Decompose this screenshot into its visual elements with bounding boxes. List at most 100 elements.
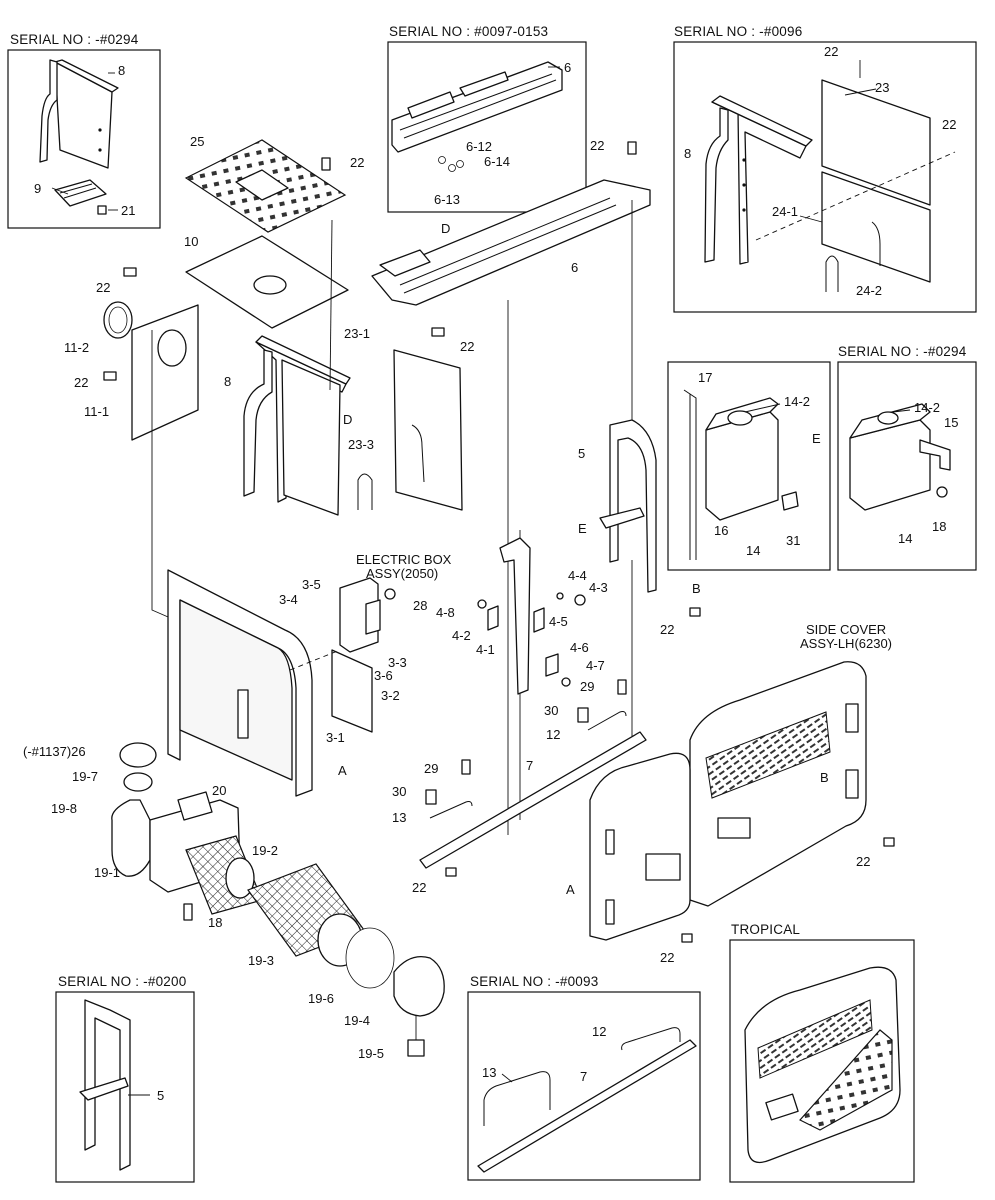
label-6-a: 6 [564,60,571,75]
label-13-b: 13 [482,1065,496,1080]
label-22-k: 22 [660,950,674,965]
label-24-2: 24-2 [856,283,882,298]
label-4-3: 4-3 [589,580,608,595]
serial-box-mid-right: SERIAL NO : -#0294 [837,344,977,571]
label-4-5: 4-5 [549,614,568,629]
label-4-1: 4-1 [476,642,495,657]
label-14-2-a: 14-2 [784,394,810,409]
serial-box-bottom-left: SERIAL NO : -#0200 [55,974,195,1183]
label-8-b: 8 [684,146,691,161]
label-26: (-#1137)26 [23,744,86,759]
label-19-2: 19-2 [252,843,278,858]
label-7-b: 7 [580,1069,587,1084]
main-assembly [103,139,895,943]
label-7-a: 7 [526,758,533,773]
label-4-2: 4-2 [452,628,471,643]
label-18-a: 18 [932,519,946,534]
label-4-6: 4-6 [570,640,589,655]
serial-title-top-middle: SERIAL NO : #0097-0153 [389,24,548,39]
label-6-14: 6-14 [484,154,510,169]
label-b-1: B [692,581,701,596]
label-13-a: 13 [392,810,406,825]
tropical-title: TROPICAL [731,922,800,937]
label-22-f: 22 [460,339,474,354]
serial-title-top-right: SERIAL NO : -#0096 [674,24,802,39]
label-23-1: 23-1 [344,326,370,341]
label-22-h: 22 [660,622,674,637]
label-16: 16 [714,523,728,538]
label-11-1: 11-1 [84,404,109,419]
label-4-4: 4-4 [568,568,587,583]
label-a-1: A [338,763,347,778]
serial-title-top-left: SERIAL NO : -#0294 [10,32,139,47]
label-29-a: 29 [580,679,594,694]
label-29-b: 29 [424,761,438,776]
serial-title-bottom-left: SERIAL NO : -#0200 [58,974,186,989]
label-19-6: 19-6 [308,991,334,1006]
label-19-8: 19-8 [51,801,77,816]
electric-box-label-line1: ELECTRIC BOX [356,552,452,567]
label-28: 28 [413,598,427,613]
serial-box-bottom-middle: SERIAL NO : -#0093 [467,974,701,1181]
coolant-tank-group [667,361,831,571]
label-5-b: 5 [157,1088,164,1103]
part-labels: 8 9 21 6 6-12 6-14 6-13 22 23 22 8 24-1 … [23,44,958,1103]
label-10: 10 [184,234,198,249]
label-22-a: 22 [824,44,838,59]
label-e-2: E [578,521,587,536]
label-e-1: E [812,431,821,446]
side-covers-group [589,661,867,941]
label-11-2: 11-2 [64,340,89,355]
label-12-b: 12 [592,1024,606,1039]
label-8-a: 8 [118,63,125,78]
label-4-8: 4-8 [436,605,455,620]
serial-box-top-right: SERIAL NO : -#0096 [673,24,977,313]
serial-box-top-middle: SERIAL NO : #0097-0153 [387,24,587,213]
label-14-b: 14 [898,531,912,546]
label-22-e: 22 [74,375,88,390]
label-22-j: 22 [856,854,870,869]
label-9: 9 [34,181,41,196]
label-d-1: D [343,412,352,427]
label-18-b: 18 [208,915,222,930]
label-22-i: 22 [412,880,426,895]
label-22-d: 22 [96,280,110,295]
serial-box-top-left: SERIAL NO : -#0294 [7,32,161,229]
label-30-b: 30 [392,784,406,799]
label-b-2: B [820,770,829,785]
label-6-12: 6-12 [466,139,492,154]
electric-box-label-line2: ASSY(2050) [366,566,438,581]
label-25: 25 [190,134,204,149]
label-d-2: D [441,221,450,236]
label-23-3: 23-3 [348,437,374,452]
label-23: 23 [875,80,889,95]
serial-title-bottom-middle: SERIAL NO : -#0093 [470,974,598,989]
label-15: 15 [944,415,958,430]
label-17: 17 [698,370,712,385]
label-12-a: 12 [546,727,560,742]
label-22-b: 22 [942,117,956,132]
label-19-7: 19-7 [72,769,98,784]
air-cleaner-group [111,742,445,1057]
label-3-5: 3-5 [302,577,321,592]
label-4-7: 4-7 [586,658,605,673]
label-3-1: 3-1 [326,730,345,745]
label-19-5: 19-5 [358,1046,384,1061]
label-8-c: 8 [224,374,231,389]
label-3-4: 3-4 [279,592,298,607]
label-19-4: 19-4 [344,1013,370,1028]
label-5-a: 5 [578,446,585,461]
side-cover-label-line1: SIDE COVER [806,622,886,637]
label-22-c: 22 [350,155,364,170]
label-3-2: 3-2 [381,688,400,703]
label-19-3: 19-3 [248,953,274,968]
label-19-1: 19-1 [94,865,120,880]
label-6-b: 6 [571,260,578,275]
tropical-box: TROPICAL [729,922,915,1183]
label-20: 20 [212,783,226,798]
label-21: 21 [121,203,135,218]
label-3-6: 3-6 [374,668,393,683]
serial-title-mid-right: SERIAL NO : -#0294 [838,344,967,359]
label-a-2: A [566,882,575,897]
